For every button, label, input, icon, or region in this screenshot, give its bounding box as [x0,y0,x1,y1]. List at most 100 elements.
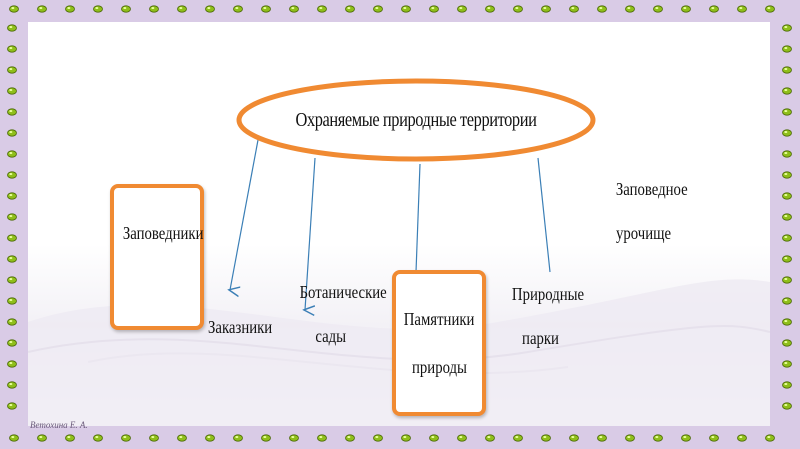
bead-highlight [9,194,13,196]
bead [7,66,17,74]
bead [37,5,47,13]
root-ellipse [236,78,596,162]
bead-highlight [784,131,788,133]
bead [597,434,607,442]
bead [65,434,75,442]
bead-highlight [319,7,323,9]
bead-highlight [11,7,15,9]
bead-highlight [9,320,13,322]
bead-highlight [95,436,99,438]
bead-highlight [599,436,603,438]
bead [782,192,792,200]
bead-highlight [784,383,788,385]
bead [782,171,792,179]
bead-highlight [9,362,13,364]
bead-highlight [9,68,13,70]
bead [317,5,327,13]
bead-highlight [67,436,71,438]
bead [782,318,792,326]
bead-highlight [9,257,13,259]
bead [709,5,719,13]
bead-highlight [9,278,13,280]
bead [569,434,579,442]
zapovedniki-label: Заповедники [122,223,204,243]
bead-highlight [431,7,435,9]
bead [65,5,75,13]
bead [513,5,523,13]
bead-highlight [784,215,788,217]
bead [765,434,775,442]
bead [401,5,411,13]
bead [7,150,17,158]
bead-highlight [403,7,407,9]
pamyatniki-line1: Памятники [403,309,475,329]
urochishche-node: Заповедное урочище [608,172,688,250]
bead-highlight [347,7,351,9]
bead [401,434,411,442]
bead-highlight [123,436,127,438]
bead-highlight [784,236,788,238]
bead-highlight [784,68,788,70]
bead [205,434,215,442]
author-signature: Ветохина Е. А. [30,420,88,430]
bead-highlight [9,341,13,343]
arrow-to-parki [537,157,551,273]
bead-highlight [207,436,211,438]
zapovedniki-box: Заповедники [110,184,204,330]
bead-highlight [459,436,463,438]
bead [429,434,439,442]
bead [177,5,187,13]
zakazniki-label: Заказники [208,317,273,337]
bead [7,255,17,263]
bead-highlight [655,436,659,438]
bead-highlight [67,7,71,9]
bead-highlight [263,436,267,438]
bead-highlight [784,173,788,175]
bead-highlight [784,26,788,28]
pamyatniki-box: Памятники природы [392,270,486,416]
bead-highlight [9,47,13,49]
botanic-node: Ботанические сады [290,275,387,353]
bead [205,5,215,13]
botanic-line1: Ботанические [299,282,387,302]
bead [7,381,17,389]
bead [782,45,792,53]
parki-line2: парки [521,328,559,349]
bead [7,24,17,32]
bead-highlight [403,436,407,438]
bead [625,5,635,13]
botanic-line2: сады [315,326,347,347]
bead-highlight [683,7,687,9]
bead-highlight [655,7,659,9]
bead-highlight [9,89,13,91]
bead-highlight [263,7,267,9]
bead [93,5,103,13]
arrow-to-pamyatniki [415,163,421,273]
bead-highlight [235,7,239,9]
bead [149,5,159,13]
bead-highlight [9,173,13,175]
bead-highlight [571,436,575,438]
bead [782,213,792,221]
bead-highlight [683,436,687,438]
parki-line1: Природные [511,284,585,304]
arrow-to-botanic [305,157,316,310]
bead [457,5,467,13]
bead [782,108,792,116]
bead [782,381,792,389]
bead [485,434,495,442]
bead [37,434,47,442]
bead-highlight [9,26,13,28]
bead [345,434,355,442]
bead [782,24,792,32]
bead-highlight [151,7,155,9]
bead-highlight [9,299,13,301]
bead [261,5,271,13]
bead [7,297,17,305]
bead-highlight [767,436,771,438]
bead [541,5,551,13]
bead [289,5,299,13]
bead [121,5,131,13]
bead [782,339,792,347]
bead-highlight [627,436,631,438]
